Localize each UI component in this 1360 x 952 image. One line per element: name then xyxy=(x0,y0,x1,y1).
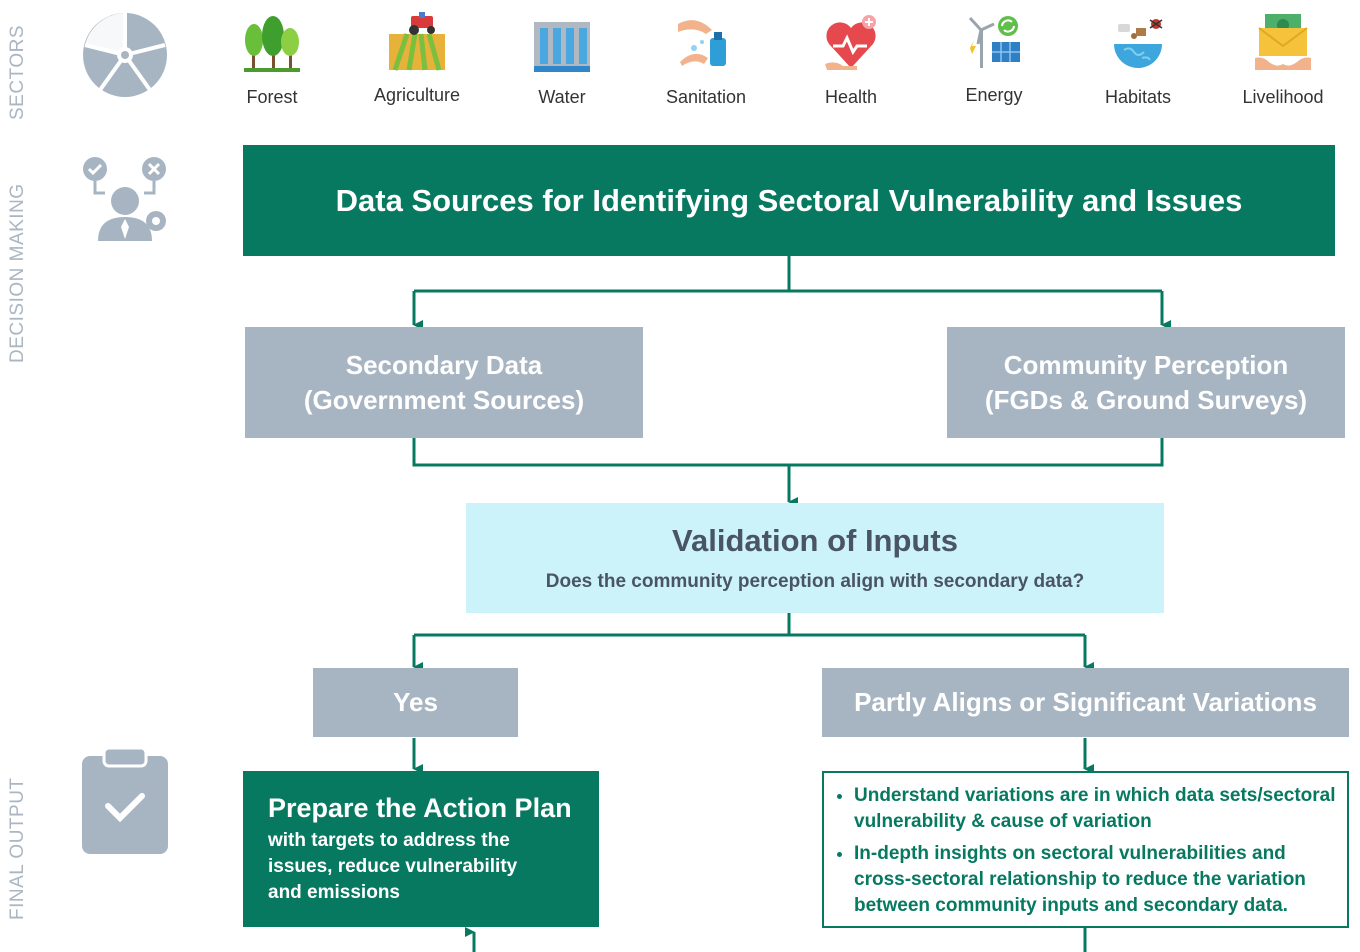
sector-label: Health xyxy=(824,87,878,107)
yes-label: Yes xyxy=(393,687,438,717)
sector-label: Sanitation xyxy=(665,87,747,107)
action-plan-box: Prepare the Action Plan with targets to … xyxy=(243,771,599,927)
list-item: In-depth insights on sectoral vulnerabil… xyxy=(854,841,1339,919)
sectors-pie-icon xyxy=(83,13,167,97)
connector-title-split xyxy=(414,256,1162,293)
sector-water: Water xyxy=(507,14,617,108)
sector-label: Energy xyxy=(965,85,1023,105)
forest-icon xyxy=(244,16,300,72)
yes-box: Yes xyxy=(313,668,518,737)
secondary-data-box: Secondary Data (Government Sources) xyxy=(245,327,643,438)
list-item: Understand variations are in which data … xyxy=(854,783,1339,835)
sanitation-icon xyxy=(678,20,726,66)
sector-sanitation: Sanitation xyxy=(651,14,761,108)
sector-energy: Energy xyxy=(939,12,1049,106)
decision-making-icon xyxy=(83,157,166,241)
variation-outcomes-box: Understand variations are in which data … xyxy=(822,771,1349,928)
sector-label: Water xyxy=(538,87,586,107)
community-perception-box: Community Perception (FGDs & Ground Surv… xyxy=(947,327,1345,438)
secondary-line1: Secondary Data xyxy=(345,349,543,380)
sector-label: Agriculture xyxy=(373,85,461,105)
health-icon xyxy=(825,15,876,70)
agriculture-icon xyxy=(389,12,445,71)
validation-title: Validation of Inputs xyxy=(672,523,958,558)
outcome-list: Understand variations are in which data … xyxy=(834,783,1339,925)
validation-box: Validation of Inputs Does the community … xyxy=(466,503,1164,613)
sector-label: Habitats xyxy=(1104,87,1172,107)
validation-question: Does the community perception align with… xyxy=(545,571,1085,592)
action-plan-detail: with targets to address the issues, redu… xyxy=(268,829,518,903)
livelihood-icon xyxy=(1255,14,1311,70)
sector-forest: Forest xyxy=(217,14,327,108)
community-line1: Community Perception xyxy=(1003,349,1289,380)
final-output-clipboard-icon xyxy=(82,748,168,854)
sector-livelihood: Livelihood xyxy=(1228,14,1338,108)
action-plan-title: Prepare the Action Plan xyxy=(268,792,572,823)
community-line2: (FGDs & Ground Surveys) xyxy=(984,384,1308,415)
habitats-icon xyxy=(1114,19,1163,68)
secondary-line2: (Government Sources) xyxy=(303,384,585,415)
flow-title: Data Sources for Identifying Sectoral Vu… xyxy=(335,182,1243,218)
water-icon xyxy=(534,22,590,72)
sector-label: Livelihood xyxy=(1242,87,1324,107)
sector-label: Forest xyxy=(246,87,298,107)
partly-aligns-box: Partly Aligns or Significant Variations xyxy=(822,668,1349,737)
sector-health: Health xyxy=(796,14,906,108)
partly-label: Partly Aligns or Significant Variations xyxy=(854,687,1317,717)
sector-agriculture: Agriculture xyxy=(362,12,472,106)
energy-icon xyxy=(968,16,1020,68)
flow-title-box: Data Sources for Identifying Sectoral Vu… xyxy=(243,145,1335,256)
sector-habitats: Habitats xyxy=(1083,14,1193,108)
connector-validation-split xyxy=(414,613,1085,637)
